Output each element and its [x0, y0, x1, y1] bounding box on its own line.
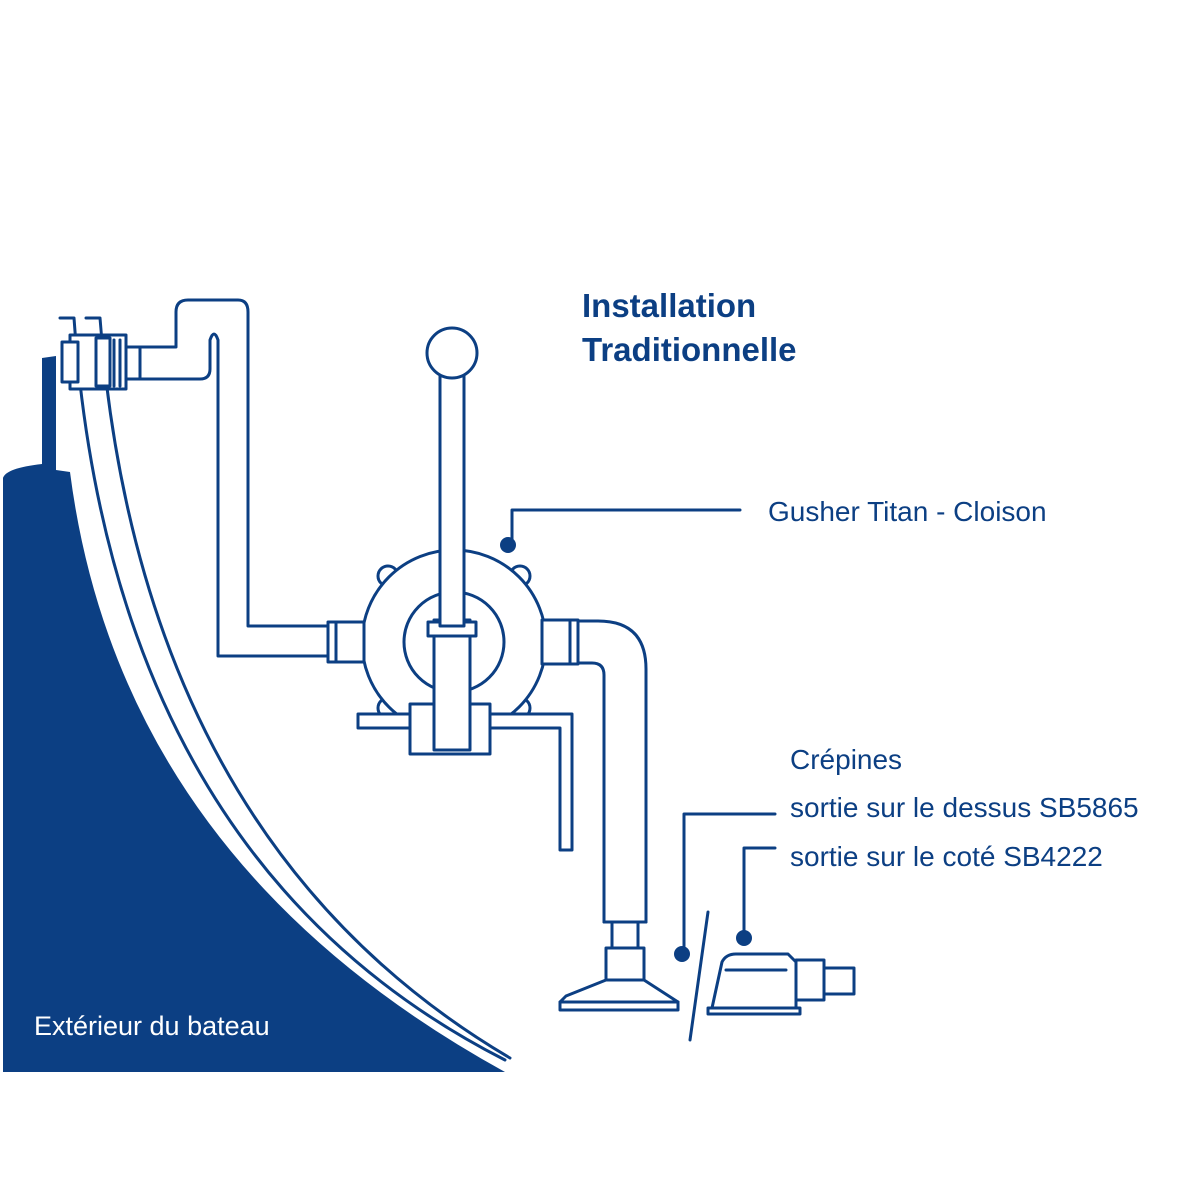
- strainer-divider: [688, 910, 710, 1042]
- hull-exterior-label: Extérieur du bateau: [34, 1011, 270, 1041]
- pump-callout: [500, 508, 742, 553]
- strainer-side-callout: [736, 846, 777, 946]
- pump-label: Gusher Titan - Cloison: [768, 496, 1047, 527]
- title-line-2: Traditionnelle: [582, 331, 797, 368]
- strainer-top-callout: [674, 812, 777, 962]
- boat-hull: [3, 316, 512, 1072]
- outlet-hose: [138, 298, 332, 658]
- strainer-side-outlet-label: sortie sur le coté SB4222: [790, 841, 1103, 872]
- strainer-top-outlet-label: sortie sur le dessus SB5865: [790, 792, 1139, 823]
- intake-hose: [576, 619, 648, 924]
- pump-body: [326, 548, 580, 852]
- strainer-side-outlet: [706, 952, 856, 1016]
- pump-handle: [425, 326, 479, 628]
- title-line-1: Installation: [582, 287, 757, 324]
- diagram-title: Installation Traditionnelle: [582, 284, 797, 372]
- strainer-top-outlet: [558, 920, 680, 1012]
- through-hull-fitting: [60, 333, 142, 391]
- strainers-label: Crépines: [790, 744, 903, 775]
